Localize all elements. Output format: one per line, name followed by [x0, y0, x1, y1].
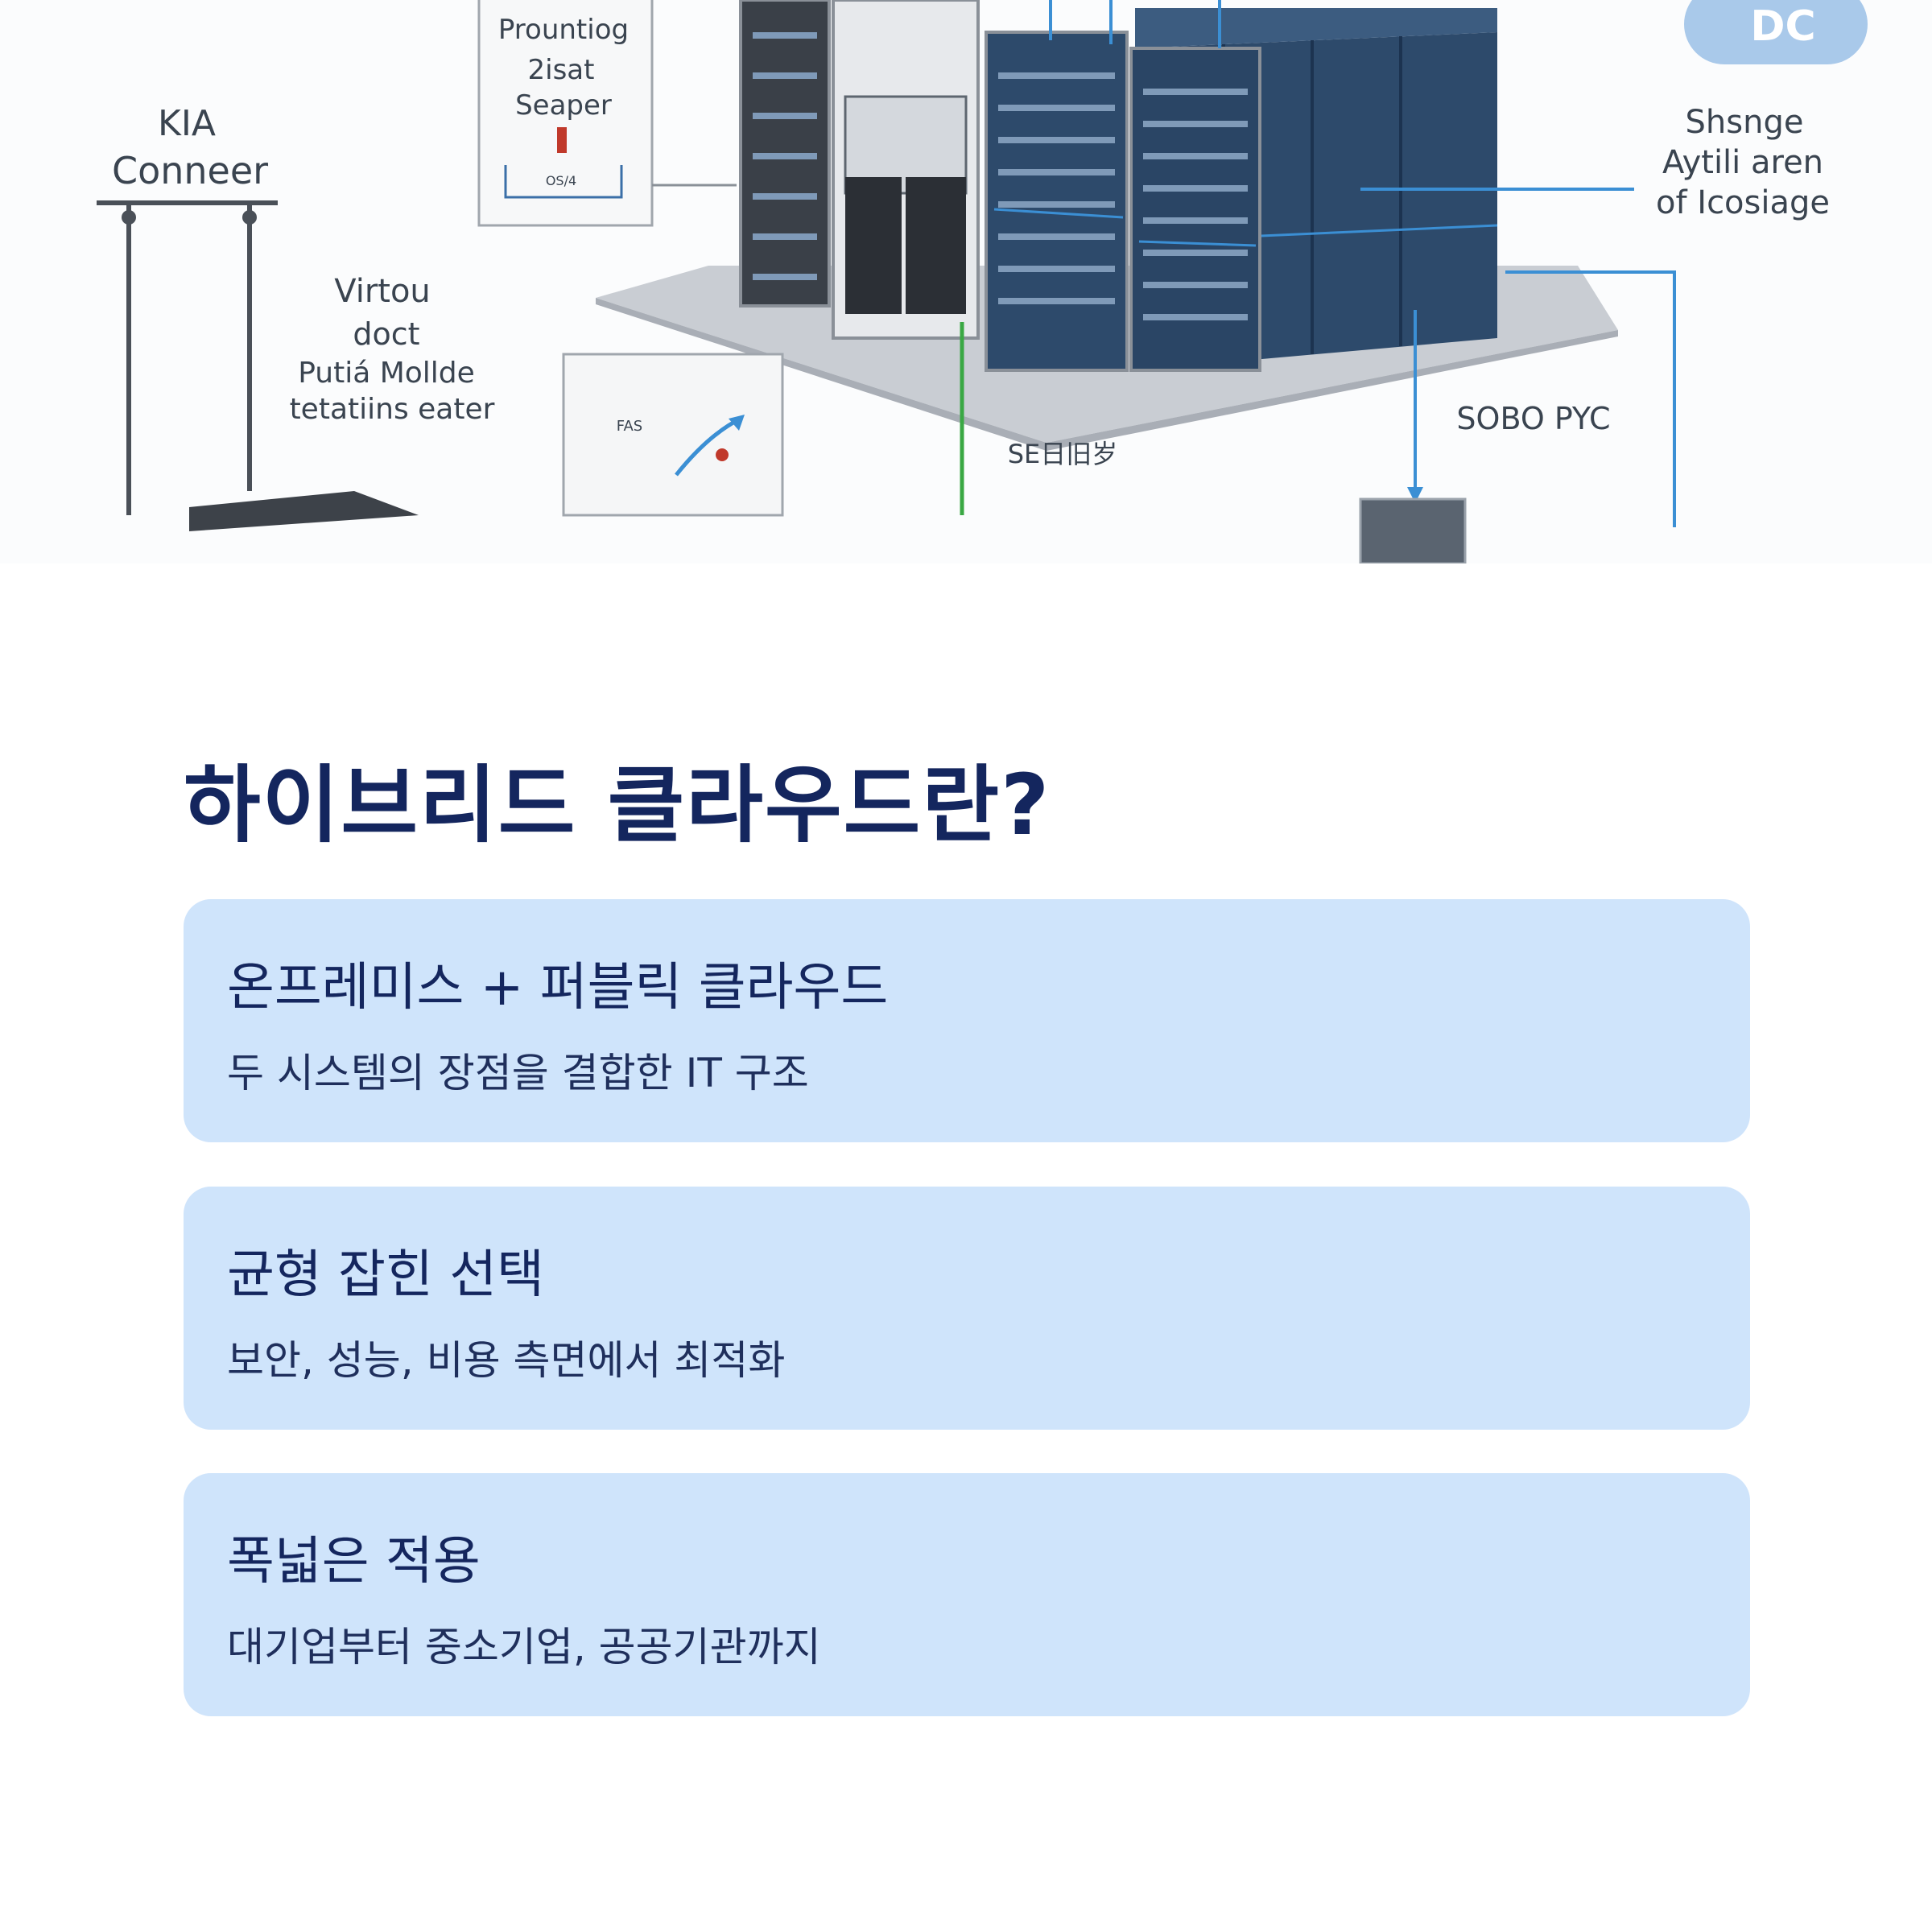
label-se: SE日旧岁 — [1008, 439, 1118, 469]
label-doct: doct — [353, 316, 419, 352]
card-body: 두 시스템의 장점을 결합한 IT 구조 — [227, 1050, 809, 1096]
card-body: 보안, 성능, 비용 측면에서 최적화 — [227, 1337, 786, 1384]
label-prountiog: Prountiog — [498, 14, 629, 46]
card-heading: 균형 잡힌 선택 — [227, 1245, 544, 1305]
rack-units — [753, 32, 1248, 320]
label-shsnge: Shsnge — [1686, 104, 1804, 141]
info-card-onprem-public: 온프레미스 + 퍼블릭 클라우드 두 시스템의 장점을 결합한 IT 구조 — [184, 899, 1750, 1142]
card-heading: 폭넓은 적용 — [227, 1532, 481, 1591]
label-sobo: SOBO PYC — [1456, 401, 1610, 436]
label-icosiage: of Icosiage — [1656, 184, 1830, 221]
label-virtou: Virtou — [334, 273, 431, 310]
server-rack-4 — [1129, 47, 1261, 372]
card-body: 대기업부터 중소기업, 공공기관까지 — [227, 1624, 821, 1670]
label-aytili: Aytili aren — [1662, 144, 1823, 181]
label-putia: Putiá Mollde — [298, 357, 475, 390]
dc-badge — [1684, 0, 1868, 64]
datacenter-diagram: KIA Conneer Prountiog 2isat Seaper OS/4 … — [97, 0, 1868, 564]
small-server-icon — [1359, 497, 1467, 564]
info-card-applications: 폭넓은 적용 대기업부터 중소기업, 공공기관까지 — [184, 1473, 1750, 1716]
hero-illustration: KIA Conneer Prountiog 2isat Seaper OS/4 … — [0, 0, 1932, 564]
label-os4: OS/4 — [546, 173, 576, 188]
label-conneer: Conneer — [112, 149, 268, 192]
label-fas: FAS — [617, 418, 642, 435]
label-kia: KIA — [158, 103, 216, 144]
label-seaper: Seaper — [515, 89, 612, 122]
chart-panel — [562, 353, 784, 517]
info-card-balanced: 균형 잡힌 선택 보안, 성능, 비용 측면에서 최적화 — [184, 1187, 1750, 1430]
page-title: 하이브리드 클라우드란? — [184, 756, 1051, 854]
label-tetatiins: tetatiins eater — [290, 393, 495, 426]
card-heading: 온프레미스 + 퍼블릭 클라우드 — [227, 958, 889, 1018]
label-zisat: 2isat — [528, 54, 595, 86]
arrow-down-icon — [1407, 487, 1423, 503]
sign-panel — [477, 0, 654, 227]
label-dc: DC — [1750, 2, 1815, 51]
